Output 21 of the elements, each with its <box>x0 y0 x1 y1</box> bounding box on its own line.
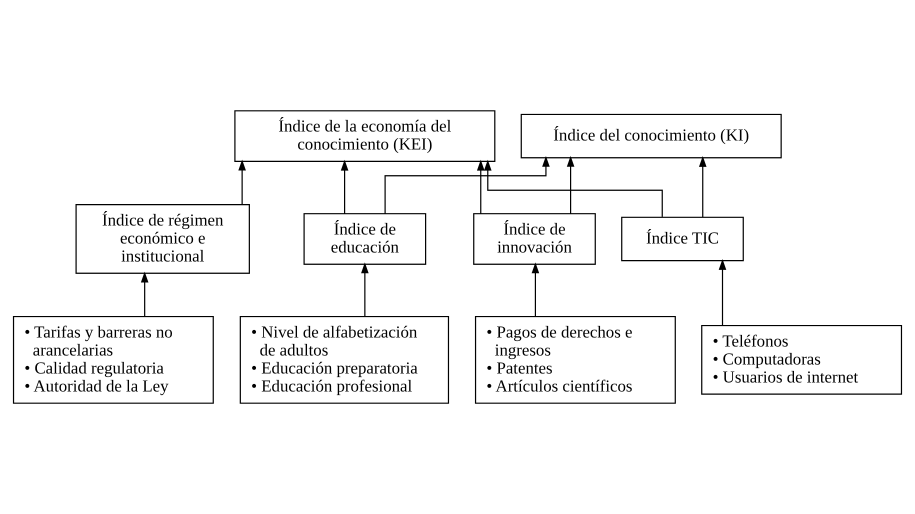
node-box: Índice TIC <box>621 216 744 262</box>
node-box: Índice del conocimiento (KI) <box>520 114 782 158</box>
arrow <box>698 156 707 218</box>
arrow <box>384 156 550 214</box>
node-box: Índice de educación <box>304 213 426 265</box>
node-box: • Pagos de derechos e ingresos • Patentes • Artículos científicos <box>474 316 676 404</box>
arrow <box>238 160 246 204</box>
node-box: • Nivel de alfabetización de adultos • Educación preparatoria • Educación profesional <box>240 316 450 404</box>
arrow <box>566 156 574 214</box>
arrow <box>476 160 485 214</box>
node-box: • Teléfonos • Computadoras • Usuarios de internet <box>701 324 902 395</box>
node-box: Índice de la economía del conocimiento (KEI) <box>234 110 496 162</box>
arrow <box>718 258 726 326</box>
arrow <box>484 160 663 217</box>
node-box: • Tarifas y barreras no arancelarias • Calidad regulatoria • Autoridad de la Ley <box>12 316 214 404</box>
arrow <box>340 160 348 214</box>
node-box: Índice de régimen económico e institucional <box>75 204 250 274</box>
arrow <box>140 272 148 316</box>
arrow <box>361 262 369 316</box>
node-box: Índice de innovación <box>473 213 596 265</box>
arrow <box>532 262 540 316</box>
